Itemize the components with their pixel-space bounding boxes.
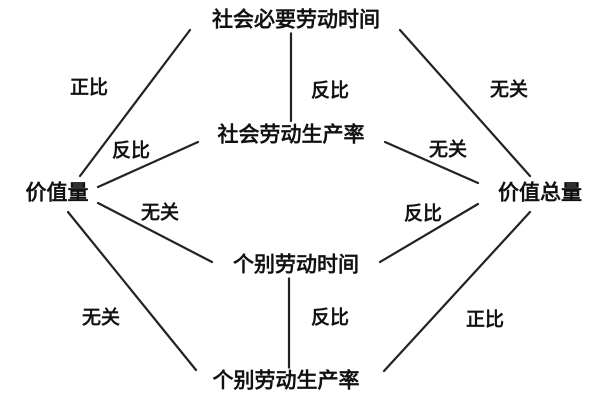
- edge-value-to-social-productivity: [96, 140, 200, 189]
- edge-label-value-social-productivity: 反比: [111, 139, 151, 162]
- edge-label-value-individual-time: 无关: [140, 201, 180, 224]
- node-total-value: 价值总量: [494, 180, 586, 206]
- node-social-necessary-labor-time: 社会必要劳动时间: [208, 7, 384, 33]
- edge-label-value-social-time: 正比: [69, 76, 109, 99]
- node-value-quantity: 价值量: [21, 180, 93, 206]
- edge-social-time-to-total-value: [398, 28, 532, 178]
- node-social-labor-productivity: 社会劳动生产率: [213, 122, 369, 148]
- edge-label-value-individual-productivity: 无关: [81, 306, 121, 329]
- edge-label-individual-time-total-value: 反比: [403, 202, 443, 225]
- edge-value-to-social-time: [78, 28, 192, 178]
- edge-label-social-time-total-value: 无关: [489, 78, 529, 101]
- edge-label-social-productivity-total-value: 无关: [428, 138, 468, 161]
- edge-social-productivity-to-total-value: [383, 140, 480, 185]
- edge-value-to-individual-productivity: [66, 210, 198, 372]
- edge-value-to-individual-time: [96, 201, 214, 264]
- edge-label-individual-time-individual-productivity: 反比: [310, 306, 350, 329]
- node-individual-labor-productivity: 个别劳动生产率: [208, 368, 364, 394]
- node-individual-labor-time: 个别劳动时间: [229, 252, 363, 278]
- edge-label-individual-productivity-total-value: 正比: [465, 308, 505, 331]
- edge-individual-time-to-total-value: [378, 202, 480, 264]
- edge-individual-productivity-to-total-value: [382, 210, 532, 373]
- edge-label-social-time-social-productivity: 反比: [310, 79, 350, 102]
